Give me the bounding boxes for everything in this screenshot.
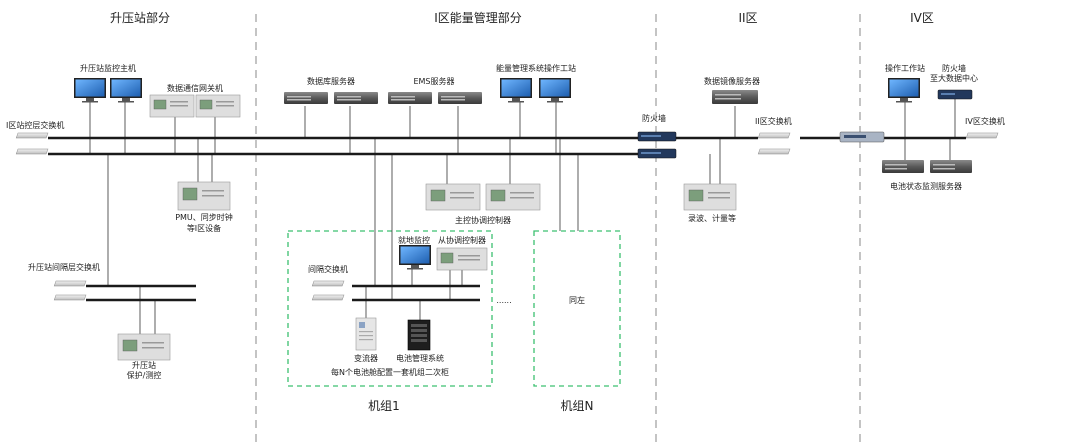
bms-cabinet <box>407 319 431 351</box>
recorder-device <box>683 183 737 211</box>
monitor-ems-ws-1 <box>500 78 532 103</box>
labels: 升压站监控主机 数据通信网关机 I区站控层交换机 PMU、同步时钟 等I区设备 … <box>6 63 1005 413</box>
main-controller-2-device <box>485 183 541 211</box>
label-booster-monitor-host: 升压站监控主机 <box>80 63 136 73</box>
label-booster-prot-1: 升压站 <box>132 360 156 370</box>
connection-lines <box>89 98 956 334</box>
switch-station-a <box>15 132 49 139</box>
label-firewall: 防火墙 <box>642 113 666 123</box>
label-ems-workstation: 能量管理系统操作工站 <box>496 63 576 73</box>
section-title-zone1: I区能量管理部分 <box>434 10 522 25</box>
server-ems-2 <box>438 92 482 104</box>
label-data-gateway: 数据通信网关机 <box>167 83 223 93</box>
label-firewall2-1: 防火墙 <box>942 63 966 73</box>
section-dividers <box>255 14 861 448</box>
label-zone2-switch: II区交换机 <box>755 116 792 126</box>
pmu-device <box>177 181 231 211</box>
server-battery-2 <box>930 160 972 173</box>
label-firewall2-2: 至大数据中心 <box>930 73 978 83</box>
section-title-zone2: II区 <box>738 11 757 25</box>
switch-unit1-bay-b <box>311 294 345 301</box>
monitor-booster-1 <box>74 78 106 103</box>
monitor-ems-ws-2 <box>539 78 571 103</box>
switch-zone4 <box>965 132 999 139</box>
switch-zone2-b <box>757 148 791 155</box>
switch-station-b <box>15 148 49 155</box>
label-secondary-cabinet: 每N个电池舱配置一套机组二次柜 <box>331 367 449 377</box>
label-booster-prot-2: 保护/测控 <box>127 370 162 380</box>
monitor-local <box>399 245 431 270</box>
gateway-2-device <box>195 94 241 118</box>
switch-zone2-a <box>757 132 791 139</box>
label-recorder: 录波、计量等 <box>688 213 736 223</box>
label-local-monitor: 就地监控 <box>398 235 430 245</box>
label-db-server: 数据库服务器 <box>307 76 355 86</box>
label-op-workstation: 操作工作站 <box>885 63 925 73</box>
slave-controller-device <box>436 247 488 271</box>
label-bms: 电池管理系统 <box>396 353 444 363</box>
label-bay-switch: 间隔交换机 <box>308 264 348 274</box>
switch-booster-bay-a <box>53 280 87 287</box>
label-unit1: 机组1 <box>368 399 400 413</box>
label-same-left: 同左 <box>569 295 585 305</box>
main-controller-1-device <box>425 183 481 211</box>
label-pmu-1: PMU、同步时钟 <box>175 212 233 222</box>
switch-booster-bay-b <box>53 294 87 301</box>
label-main-coord-ctrl: 主控协调控制器 <box>455 215 511 225</box>
server-data-mirror <box>712 90 758 104</box>
unitN-group-box <box>533 230 621 387</box>
label-data-mirror-server: 数据镜像服务器 <box>704 76 760 86</box>
firewall-1-device <box>637 131 677 142</box>
label-dots: ...... <box>496 296 511 305</box>
monitor-op-ws <box>888 78 920 103</box>
label-unitN: 机组N <box>561 399 594 413</box>
server-ems-1 <box>388 92 432 104</box>
monitor-booster-2 <box>110 78 142 103</box>
section-title-booster: 升压站部分 <box>110 10 170 25</box>
label-ems-server: EMS服务器 <box>413 76 454 86</box>
label-slave-coord-ctrl: 从协调控制器 <box>438 235 486 245</box>
unit1-group-box <box>287 230 493 387</box>
server-db-2 <box>334 92 378 104</box>
gateway-1-device <box>149 94 195 118</box>
network-buses <box>48 136 966 302</box>
booster-protection-device <box>117 333 171 361</box>
firewall-bigdata-device <box>937 89 973 100</box>
pcs-cabinet <box>355 317 377 351</box>
section-title-zone4: IV区 <box>910 11 934 25</box>
label-pmu-2: 等I区设备 <box>187 223 221 233</box>
label-pcs: 变流器 <box>354 353 378 363</box>
switch-unit1-bay-a <box>311 280 345 287</box>
firewall-zone2-zone4-device <box>839 131 885 143</box>
label-bay-switch-booster: 升压站间隔层交换机 <box>28 262 100 272</box>
firewall-2-device <box>637 148 677 159</box>
server-battery-1 <box>882 160 924 173</box>
server-db-1 <box>284 92 328 104</box>
label-zone4-switch: IV区交换机 <box>965 116 1005 126</box>
label-battery-monitor-server: 电池状态监测服务器 <box>890 181 962 191</box>
label-station-switch: I区站控层交换机 <box>6 120 64 130</box>
